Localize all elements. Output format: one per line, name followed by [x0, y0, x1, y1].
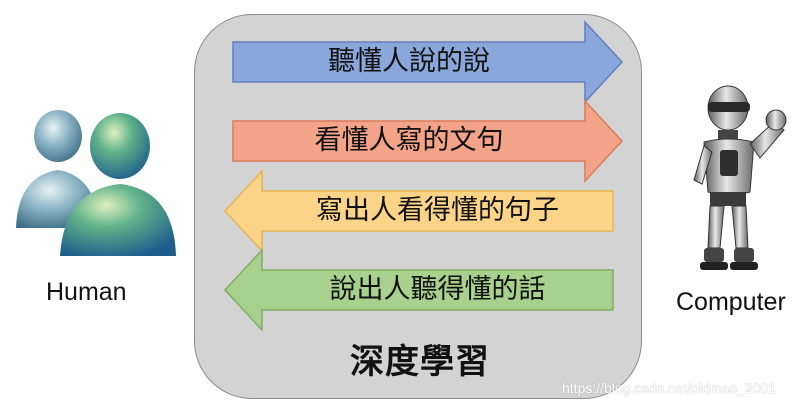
- watermark: https://blog.csdn.net/oldmao_2001: [562, 380, 777, 396]
- computer-label: Computer: [676, 288, 786, 316]
- arrow-4: [223, 248, 614, 332]
- arrow-label-3: 寫出人看得懂的句子: [316, 195, 559, 226]
- human-label: Human: [46, 278, 127, 306]
- arrow-1: [232, 20, 624, 104]
- panel-title: 深度學習: [350, 342, 490, 382]
- human-users-icon: [16, 110, 176, 256]
- arrow-label-4: 說出人聽得懂的話: [329, 274, 546, 305]
- arrow-3: [223, 169, 614, 253]
- arrow-label-1: 聽懂人說的說: [328, 46, 490, 77]
- arrow-2: [232, 99, 624, 183]
- arrow-label-2: 看懂人寫的文句: [314, 125, 504, 156]
- robot-icon: [693, 85, 787, 270]
